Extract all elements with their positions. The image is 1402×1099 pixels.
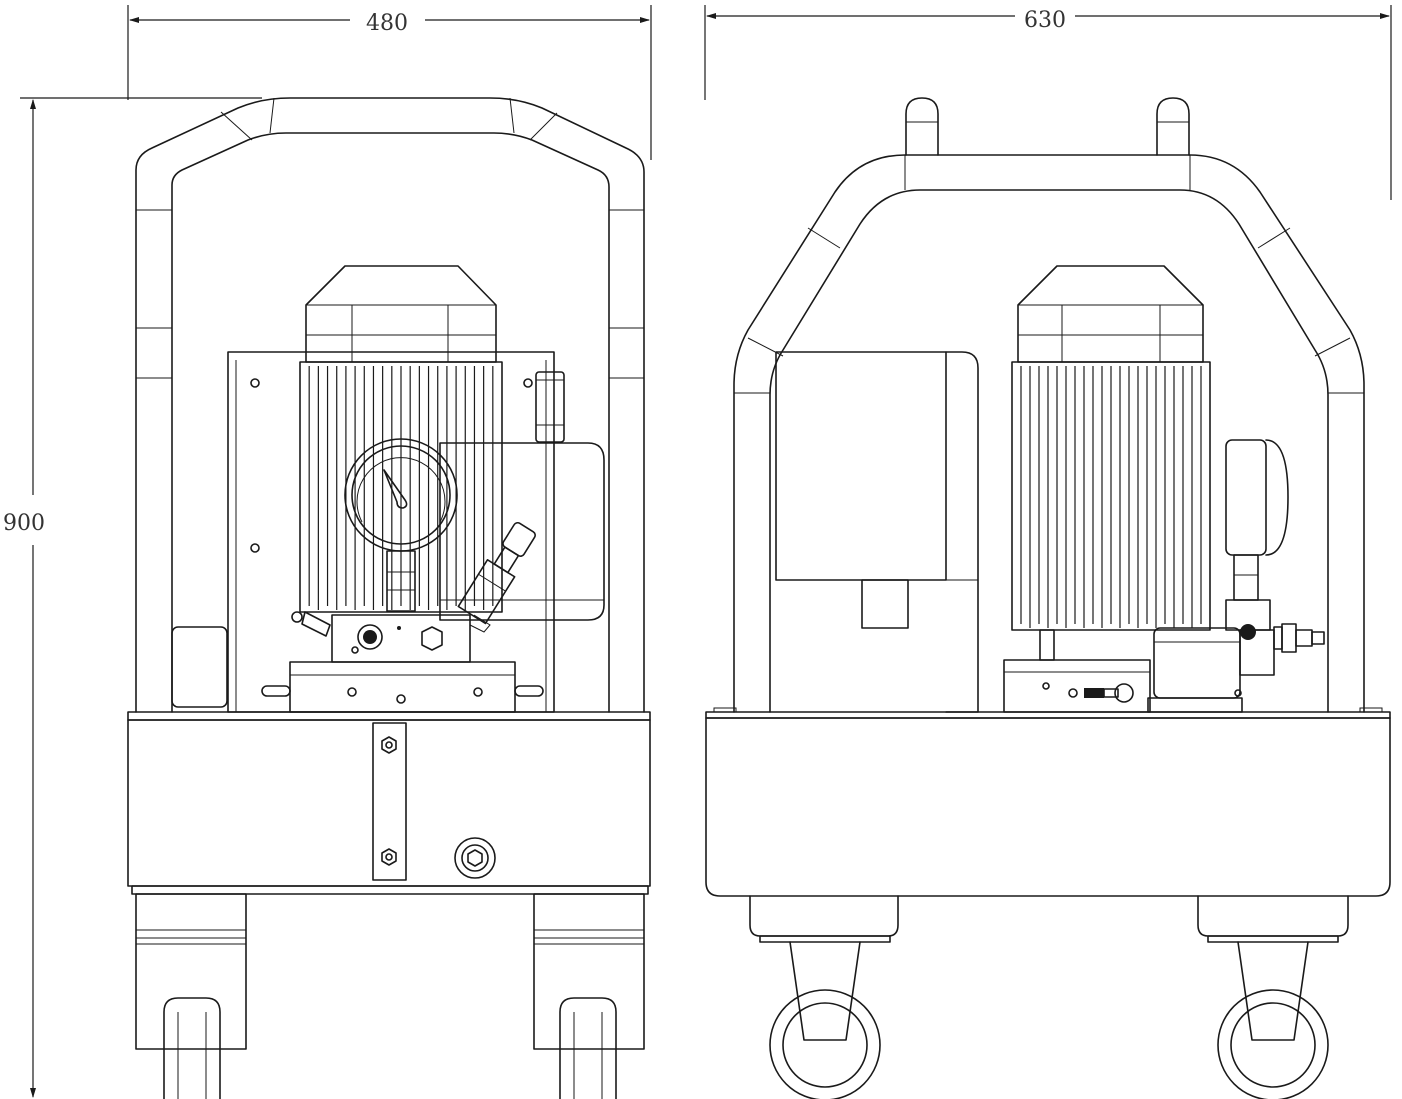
front-handle-frame (135, 97, 645, 713)
side-view (705, 97, 1391, 1099)
side-caster-right (1197, 895, 1349, 1099)
dimension-height: 900 (3, 97, 262, 1098)
dimension-label-630: 630 (1024, 8, 1066, 33)
side-motor-cover (1017, 265, 1204, 363)
front-manifold (261, 661, 544, 713)
side-pressure-gauge (1225, 439, 1325, 676)
front-motor-cover (305, 265, 497, 363)
front-view (127, 97, 651, 1099)
side-handle-frame (733, 97, 1365, 713)
side-pump-base (1003, 659, 1151, 713)
dimension-label-900: 900 (3, 511, 45, 536)
front-relief-valve (457, 521, 536, 625)
dimension-side-width: 630 (704, 5, 1392, 200)
side-caster-left (749, 895, 899, 1099)
dimension-label-480: 480 (366, 11, 408, 36)
side-motor-body (1011, 361, 1211, 661)
side-valve-housing (1147, 627, 1243, 713)
front-back-panel (171, 351, 555, 713)
side-tank (705, 707, 1391, 897)
front-pressure-gauge (344, 438, 458, 612)
front-caster-left (135, 893, 247, 1099)
front-terminal-box (439, 442, 605, 621)
dimension-front-width: 480 (127, 5, 652, 160)
side-control-box (775, 351, 979, 713)
front-motor-body (299, 361, 503, 613)
front-tank (127, 711, 651, 895)
front-breather-cap (535, 371, 565, 443)
front-caster-right (533, 893, 645, 1099)
